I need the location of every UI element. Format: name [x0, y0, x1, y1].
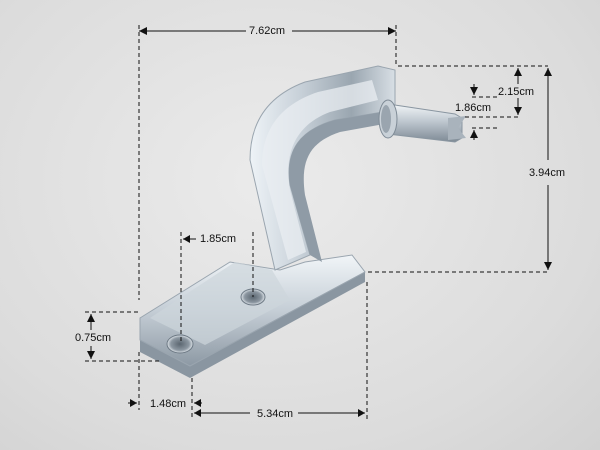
dimension-arrows — [87, 27, 552, 417]
label-base-height: 0.75cm — [75, 332, 112, 344]
label-pin-outer: 2.15cm — [498, 86, 535, 98]
pin-tip — [448, 116, 466, 140]
label-hole-offset: 1.48cm — [150, 398, 187, 410]
base-rib — [150, 262, 290, 345]
mounting-hole-1 — [166, 334, 194, 354]
hinge-part — [139, 65, 466, 378]
label-overall-height: 3.94cm — [529, 167, 566, 179]
label-overall-width: 7.62cm — [249, 25, 286, 37]
pin-collar-inner — [381, 105, 391, 133]
label-base-length: 5.34cm — [257, 408, 294, 420]
arm-ridge — [262, 80, 378, 260]
label-pin-inner: 1.86cm — [455, 102, 492, 114]
label-hole-spacing: 1.85cm — [200, 233, 237, 245]
